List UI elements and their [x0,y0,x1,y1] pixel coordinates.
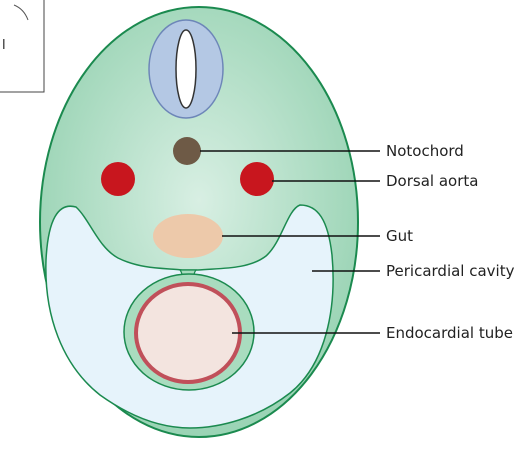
dorsal-aorta-label: Dorsal aorta [386,172,478,190]
neural-canal [176,30,196,108]
inset-box: l [0,0,44,92]
gut-label: Gut [386,227,413,245]
pericardial-cavity-label: Pericardial cavity [386,262,515,280]
dorsal-aorta-right [240,162,274,196]
endocardial-tube-label: Endocardial tube [386,324,513,342]
dorsal-aorta-left [101,162,135,196]
notochord-label: Notochord [386,142,464,160]
gut [153,214,223,258]
endocardial-tube [136,284,240,382]
notochord [173,137,201,165]
inset-text: l [2,38,6,53]
